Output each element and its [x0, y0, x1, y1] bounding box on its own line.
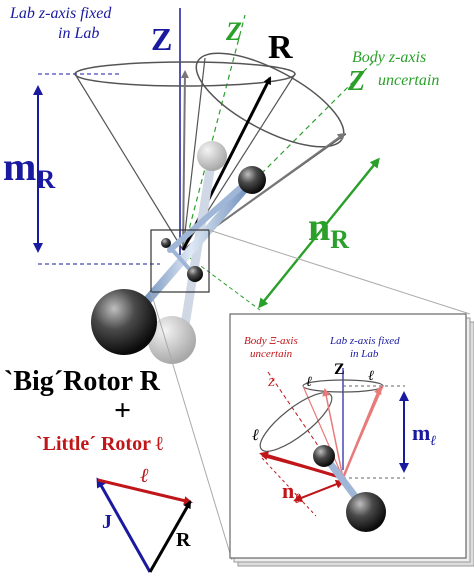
plus-sign: + — [114, 394, 131, 427]
vector-J-grey — [180, 70, 189, 251]
ghost-big-ball — [148, 316, 196, 364]
inset-z-label: Z — [334, 361, 345, 378]
nR-arrow-down — [258, 159, 379, 309]
zoom-ray-bottom — [150, 291, 233, 561]
molecule-big-ball — [91, 289, 157, 355]
zoom-big-ball — [187, 266, 203, 282]
inset-cone-edge-left — [302, 385, 344, 479]
body-axis-label-2: uncertain — [378, 72, 439, 89]
body-z-small-label: Z — [225, 17, 242, 46]
triangle-l-vector — [97, 478, 193, 505]
nR-label: nR — [308, 204, 349, 254]
triangle-R-vector — [148, 500, 192, 573]
triangle-l-label: ℓ — [140, 465, 149, 487]
triangle-J-vector — [96, 477, 152, 573]
inset-l-vector-pink-2 — [322, 388, 344, 479]
inset-m-label: mℓ — [412, 420, 436, 449]
little-rotor-label: `Little´ Rotor ℓ — [36, 433, 164, 455]
nR-guide — [189, 257, 261, 311]
molecule-rod-2 — [167, 185, 243, 253]
ghost-small-ball — [197, 141, 227, 171]
inset-l-label-left: ℓ — [252, 427, 259, 444]
inset-lab-axis-label-1: Lab z-axis fixed — [329, 335, 400, 347]
inset-body-cone-rim — [259, 392, 333, 452]
molecule-small-ball — [238, 166, 266, 194]
lab-axis-label-2: in Lab — [58, 25, 99, 42]
inset-small-z-label: Z — [268, 375, 275, 389]
zoom-inset: Body Ξ-axis uncertain Lab z-axis fixed i… — [229, 313, 474, 567]
inset-l-vector-pink — [341, 386, 382, 479]
inset-body-axis-label-2: uncertain — [250, 348, 293, 360]
cone-edge-left — [74, 73, 184, 251]
inset-n-label: nℓ — [282, 478, 300, 507]
inset-body-axis-label-1: Body Ξ-axis — [244, 335, 298, 347]
zoom-rod — [166, 243, 194, 274]
inset-n-guide — [261, 457, 317, 517]
big-rotor-label: `Big´Rotor R — [4, 366, 161, 397]
R-vector-label: R — [268, 29, 293, 66]
inset-l-label-right: ℓ — [368, 369, 374, 384]
mR-label: mR — [3, 144, 55, 194]
triangle-J-label: J — [102, 511, 112, 533]
lab-axis-label-1: Lab z-axis fixed — [9, 5, 112, 22]
zoom-small-ball — [161, 238, 171, 248]
body-z-label: Z — [347, 66, 365, 97]
inset-n-arrow-b — [293, 481, 343, 503]
body-cone-edge-left — [182, 57, 206, 251]
inset-l-vector — [259, 451, 344, 480]
body-z-axis-dashed — [184, 14, 246, 246]
inset-small-ball — [313, 445, 335, 467]
zoom-box — [150, 229, 210, 293]
triangle-R-label: R — [176, 529, 191, 551]
inset-big-ball — [346, 492, 386, 532]
body-axis-label-1: Body z-axis — [352, 49, 426, 66]
lab-z-label: Z — [151, 21, 172, 57]
inset-lab-axis-label-2: in Lab — [350, 348, 379, 360]
inset-l-label-mid: ℓ — [306, 375, 312, 390]
zoom-ray-top — [208, 229, 471, 315]
